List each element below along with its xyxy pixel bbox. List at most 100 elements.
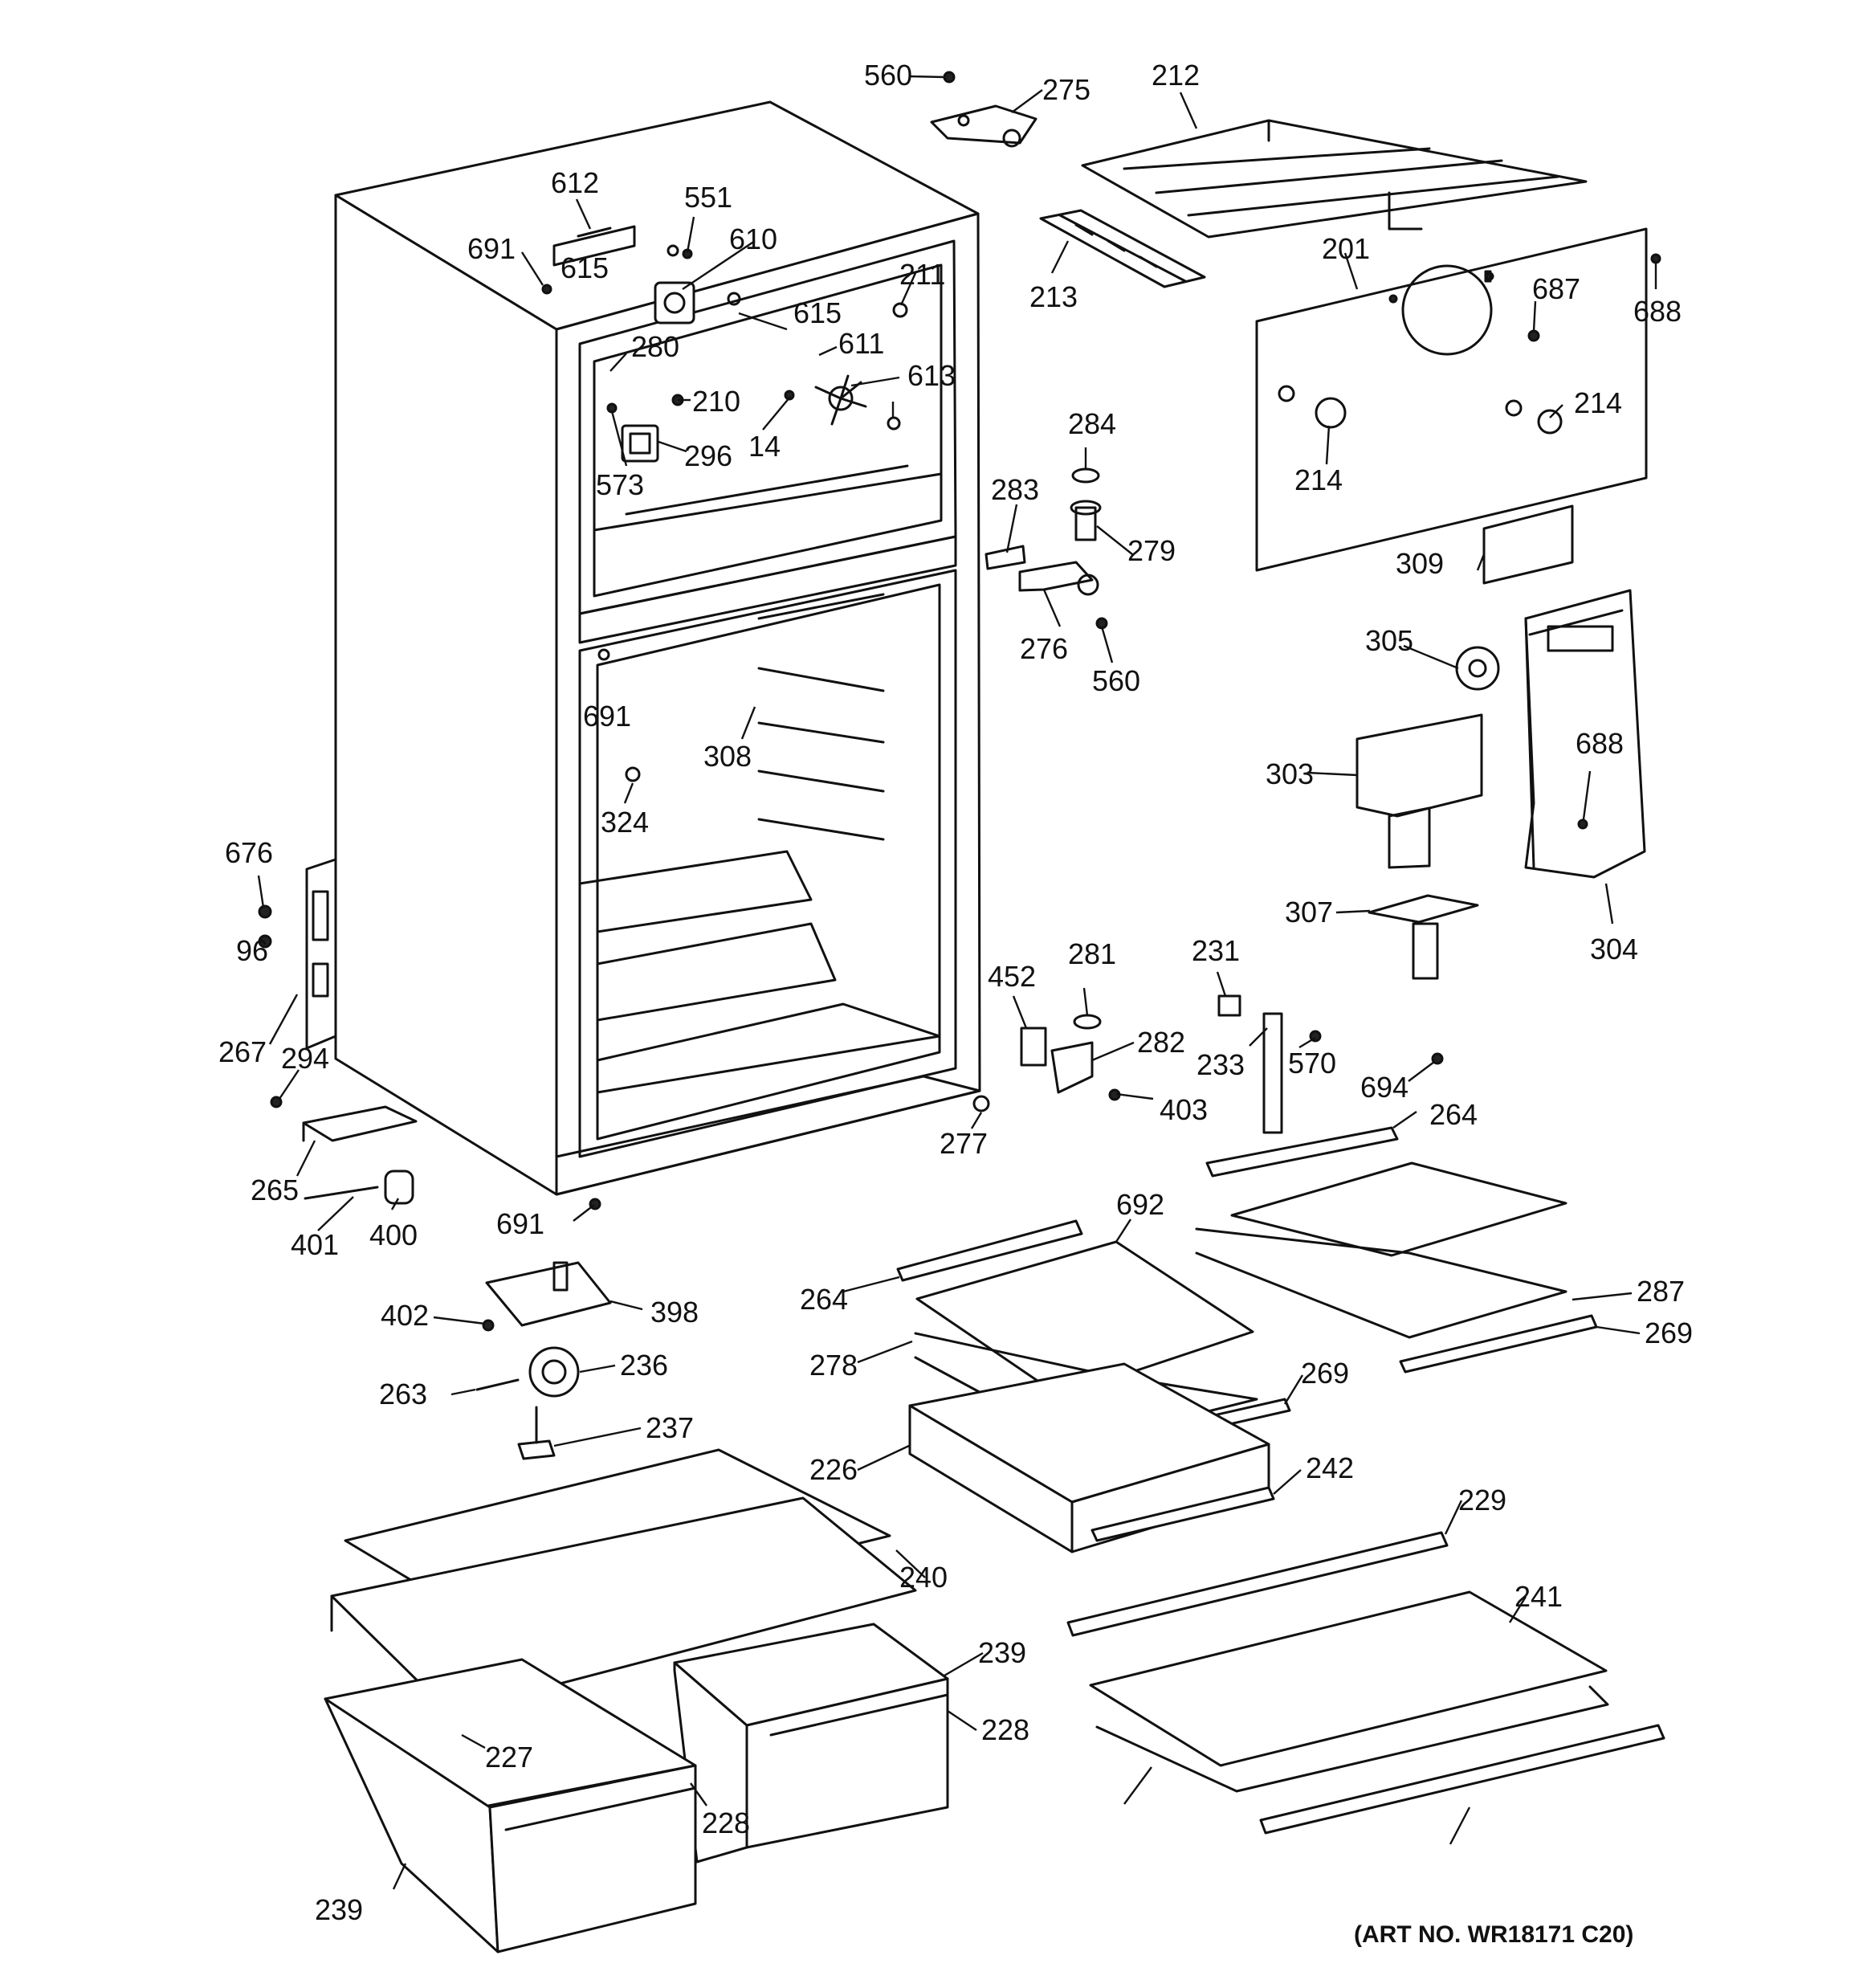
freezer-shelf-drawing [1081,119,1588,239]
callout-265: 400 [369,1219,418,1251]
callout-570: 570 [1288,1047,1336,1080]
callout-613: 613 [907,359,956,392]
callout-573: 573 [596,468,644,501]
callout-305: 305 [1365,624,1413,657]
callout-242: 240 [899,1561,948,1594]
callout-602: 294 [281,1042,329,1075]
callout-283: 283 [991,473,1039,506]
top-hinge-drawing [930,104,1037,148]
crisper-cover-drawing [330,1448,917,1714]
ice-tray-drawing [1039,209,1206,288]
callout-278: 236 [620,1349,668,1382]
light-socket-drawing [621,424,659,463]
callout-212: 212 [1152,59,1200,92]
callout-269: 263 [379,1378,427,1410]
callout-324: 324 [601,806,649,839]
air-duct-303-drawing [1355,713,1483,869]
crisper-shelf-drawing [1066,1531,1665,1835]
callout-560-b: 560 [1092,664,1140,697]
callout-304: 304 [1590,933,1638,965]
callout-401: 692 [1116,1188,1164,1221]
callout-279: 279 [1127,534,1176,567]
callout-277: 265 [251,1174,299,1206]
crisper-pan-right-drawing [673,1623,949,1863]
callout-237: 242 [1306,1451,1354,1484]
leveling-bracket-267-drawing [305,858,337,1050]
callout-240-a: 239 [978,1636,1026,1669]
callout-308: 308 [703,740,752,773]
callout-402-a: 269 [1645,1316,1693,1349]
callout-287: 398 [650,1296,699,1329]
side-hardware-drawing [972,994,1283,1134]
callout-239: 227 [485,1741,533,1774]
callout-309: 309 [1396,547,1444,580]
callout-612: 612 [551,166,599,199]
callout-241-b: 228 [702,1806,750,1839]
label-309-drawing [1482,504,1574,585]
callout-210: 210 [692,385,740,418]
shelf-front-403-drawing [896,1126,1399,1282]
callout-610: 610 [729,222,777,255]
callout-282: 282 [1137,1026,1185,1059]
callout-403-b: 264 [800,1283,848,1316]
callout-307: 307 [1285,896,1333,929]
callout-241-a: 228 [981,1713,1029,1746]
callout-303: 303 [1266,757,1314,790]
callout-214-a: 214 [1574,386,1622,419]
callout-691-c: 691 [496,1207,544,1240]
freezer-back-panel-drawing [1255,227,1648,572]
callout-229: 241 [1514,1580,1563,1613]
fan-blade-305-drawing [1455,646,1500,691]
rear-roller-assembly-drawing [302,1105,418,1205]
callout-452: 452 [988,960,1036,993]
front-roller-assembly-drawing [475,1261,612,1460]
callout-284: 284 [1068,407,1116,440]
callout-615-a: 615 [561,251,609,284]
callout-275: 275 [1042,73,1090,106]
meat-pan-drawing [908,1362,1275,1553]
evaporator-fan-drawing [814,374,867,426]
crisper-pan-left-drawing [324,1658,697,1953]
callout-96: 96 [236,934,268,967]
callout-14: 14 [748,430,781,463]
callout-400: 287 [1637,1275,1685,1308]
leader-lines [257,75,1657,1890]
callout-403-a: 264 [1429,1098,1478,1131]
callout-615-b: 615 [793,296,842,329]
callout-693: 403 [1160,1093,1208,1126]
callout-201: 201 [1322,232,1370,265]
callout-294: 277 [940,1127,988,1160]
callout-280: 280 [631,330,679,363]
callout-676: 676 [225,836,273,869]
callout-402-b: 269 [1301,1357,1349,1390]
callout-267: 267 [218,1035,267,1068]
callout-264: 401 [291,1228,339,1261]
callout-236: 226 [809,1453,858,1486]
callout-240-b: 239 [315,1893,363,1926]
callout-233: 233 [1196,1048,1245,1081]
callout-687: 687 [1532,272,1580,305]
callout-694: 694 [1360,1071,1408,1104]
callout-226: 229 [1458,1484,1506,1517]
callout-231: 231 [1192,934,1240,967]
callout-214-b: 214 [1294,463,1343,496]
callout-398: 278 [809,1349,858,1382]
callout-213: 213 [1029,280,1078,313]
callout-560: 560 [864,59,912,92]
temperature-control-drawing [552,225,695,325]
callout-labels: 560 275 212 612 551 691 615 610 211 213 … [218,59,1693,1948]
callout-551: 551 [684,181,732,214]
callout-692: 402 [381,1299,429,1332]
callout-281: 281 [1068,937,1116,970]
callout-688-a: 688 [1633,295,1682,328]
art-number: (ART NO. WR18171 C20) [1354,1921,1633,1948]
glass-shelf-401-drawing [915,1161,1567,1398]
cabinet-drawing [334,100,981,1196]
fan-cover-drawing [1524,589,1646,879]
callout-691-a: 691 [467,232,516,265]
callout-263: 237 [646,1411,694,1444]
damper-307-drawing [1368,894,1479,980]
callout-688-b: 688 [1576,727,1624,760]
callout-611: 611 [838,327,884,360]
